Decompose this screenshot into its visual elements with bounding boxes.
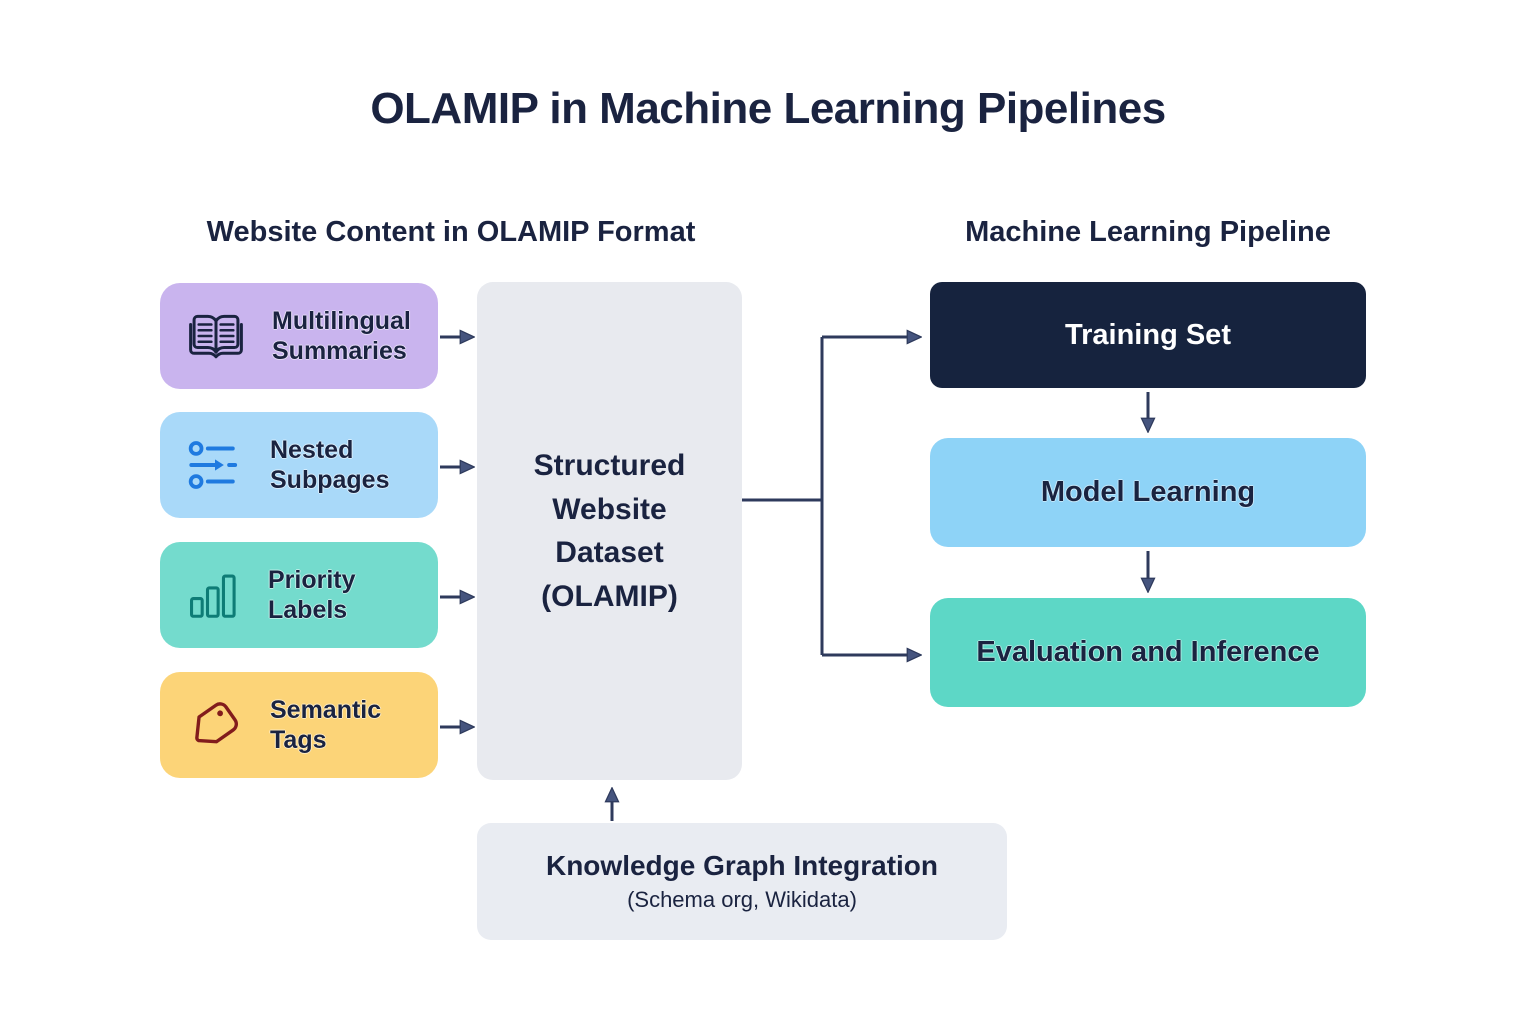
node-nested-subpages: Nested Subpages bbox=[160, 412, 438, 518]
node-knowledge-graph-integration: Knowledge Graph Integration (Schema org,… bbox=[477, 823, 1007, 940]
node-label: Training Set bbox=[1065, 318, 1231, 351]
connector-dataset-branch bbox=[742, 337, 824, 655]
node-label: Structured Website Dataset (OLAMIP) bbox=[533, 449, 686, 613]
page-title: OLAMIP in Machine Learning Pipelines bbox=[370, 84, 1166, 133]
node-model-learning: Model Learning bbox=[930, 438, 1366, 547]
node-training-set: Training Set bbox=[930, 282, 1366, 388]
left-section-heading: Website Content in OLAMIP Format bbox=[206, 216, 696, 248]
node-label: Semantic Tags bbox=[270, 696, 382, 754]
node-multilingual-summaries: Multilingual Summaries bbox=[160, 283, 438, 389]
node-subtitle: (Schema org, Wikidata) bbox=[627, 887, 857, 912]
nested-flow-icon bbox=[186, 439, 244, 491]
node-label: Evaluation and Inference bbox=[976, 636, 1320, 669]
node-semantic-tags: Semantic Tags bbox=[160, 672, 438, 778]
node-label: Multilingual Summaries bbox=[272, 307, 411, 365]
node-evaluation-inference: Evaluation and Inference bbox=[930, 598, 1366, 707]
node-label: Nested Subpages bbox=[270, 436, 390, 494]
node-title: Knowledge Graph Integration bbox=[545, 850, 938, 881]
node-label: Priority Labels bbox=[268, 566, 356, 624]
bar-chart-icon bbox=[186, 569, 242, 621]
node-priority-labels: Priority Labels bbox=[160, 542, 438, 648]
node-structured-website-dataset: Structured Website Dataset (OLAMIP) bbox=[477, 282, 742, 780]
open-book-icon bbox=[186, 309, 246, 363]
right-section-heading: Machine Learning Pipeline bbox=[965, 216, 1331, 248]
node-label: Model Learning bbox=[1040, 476, 1256, 509]
tag-icon bbox=[186, 698, 244, 752]
